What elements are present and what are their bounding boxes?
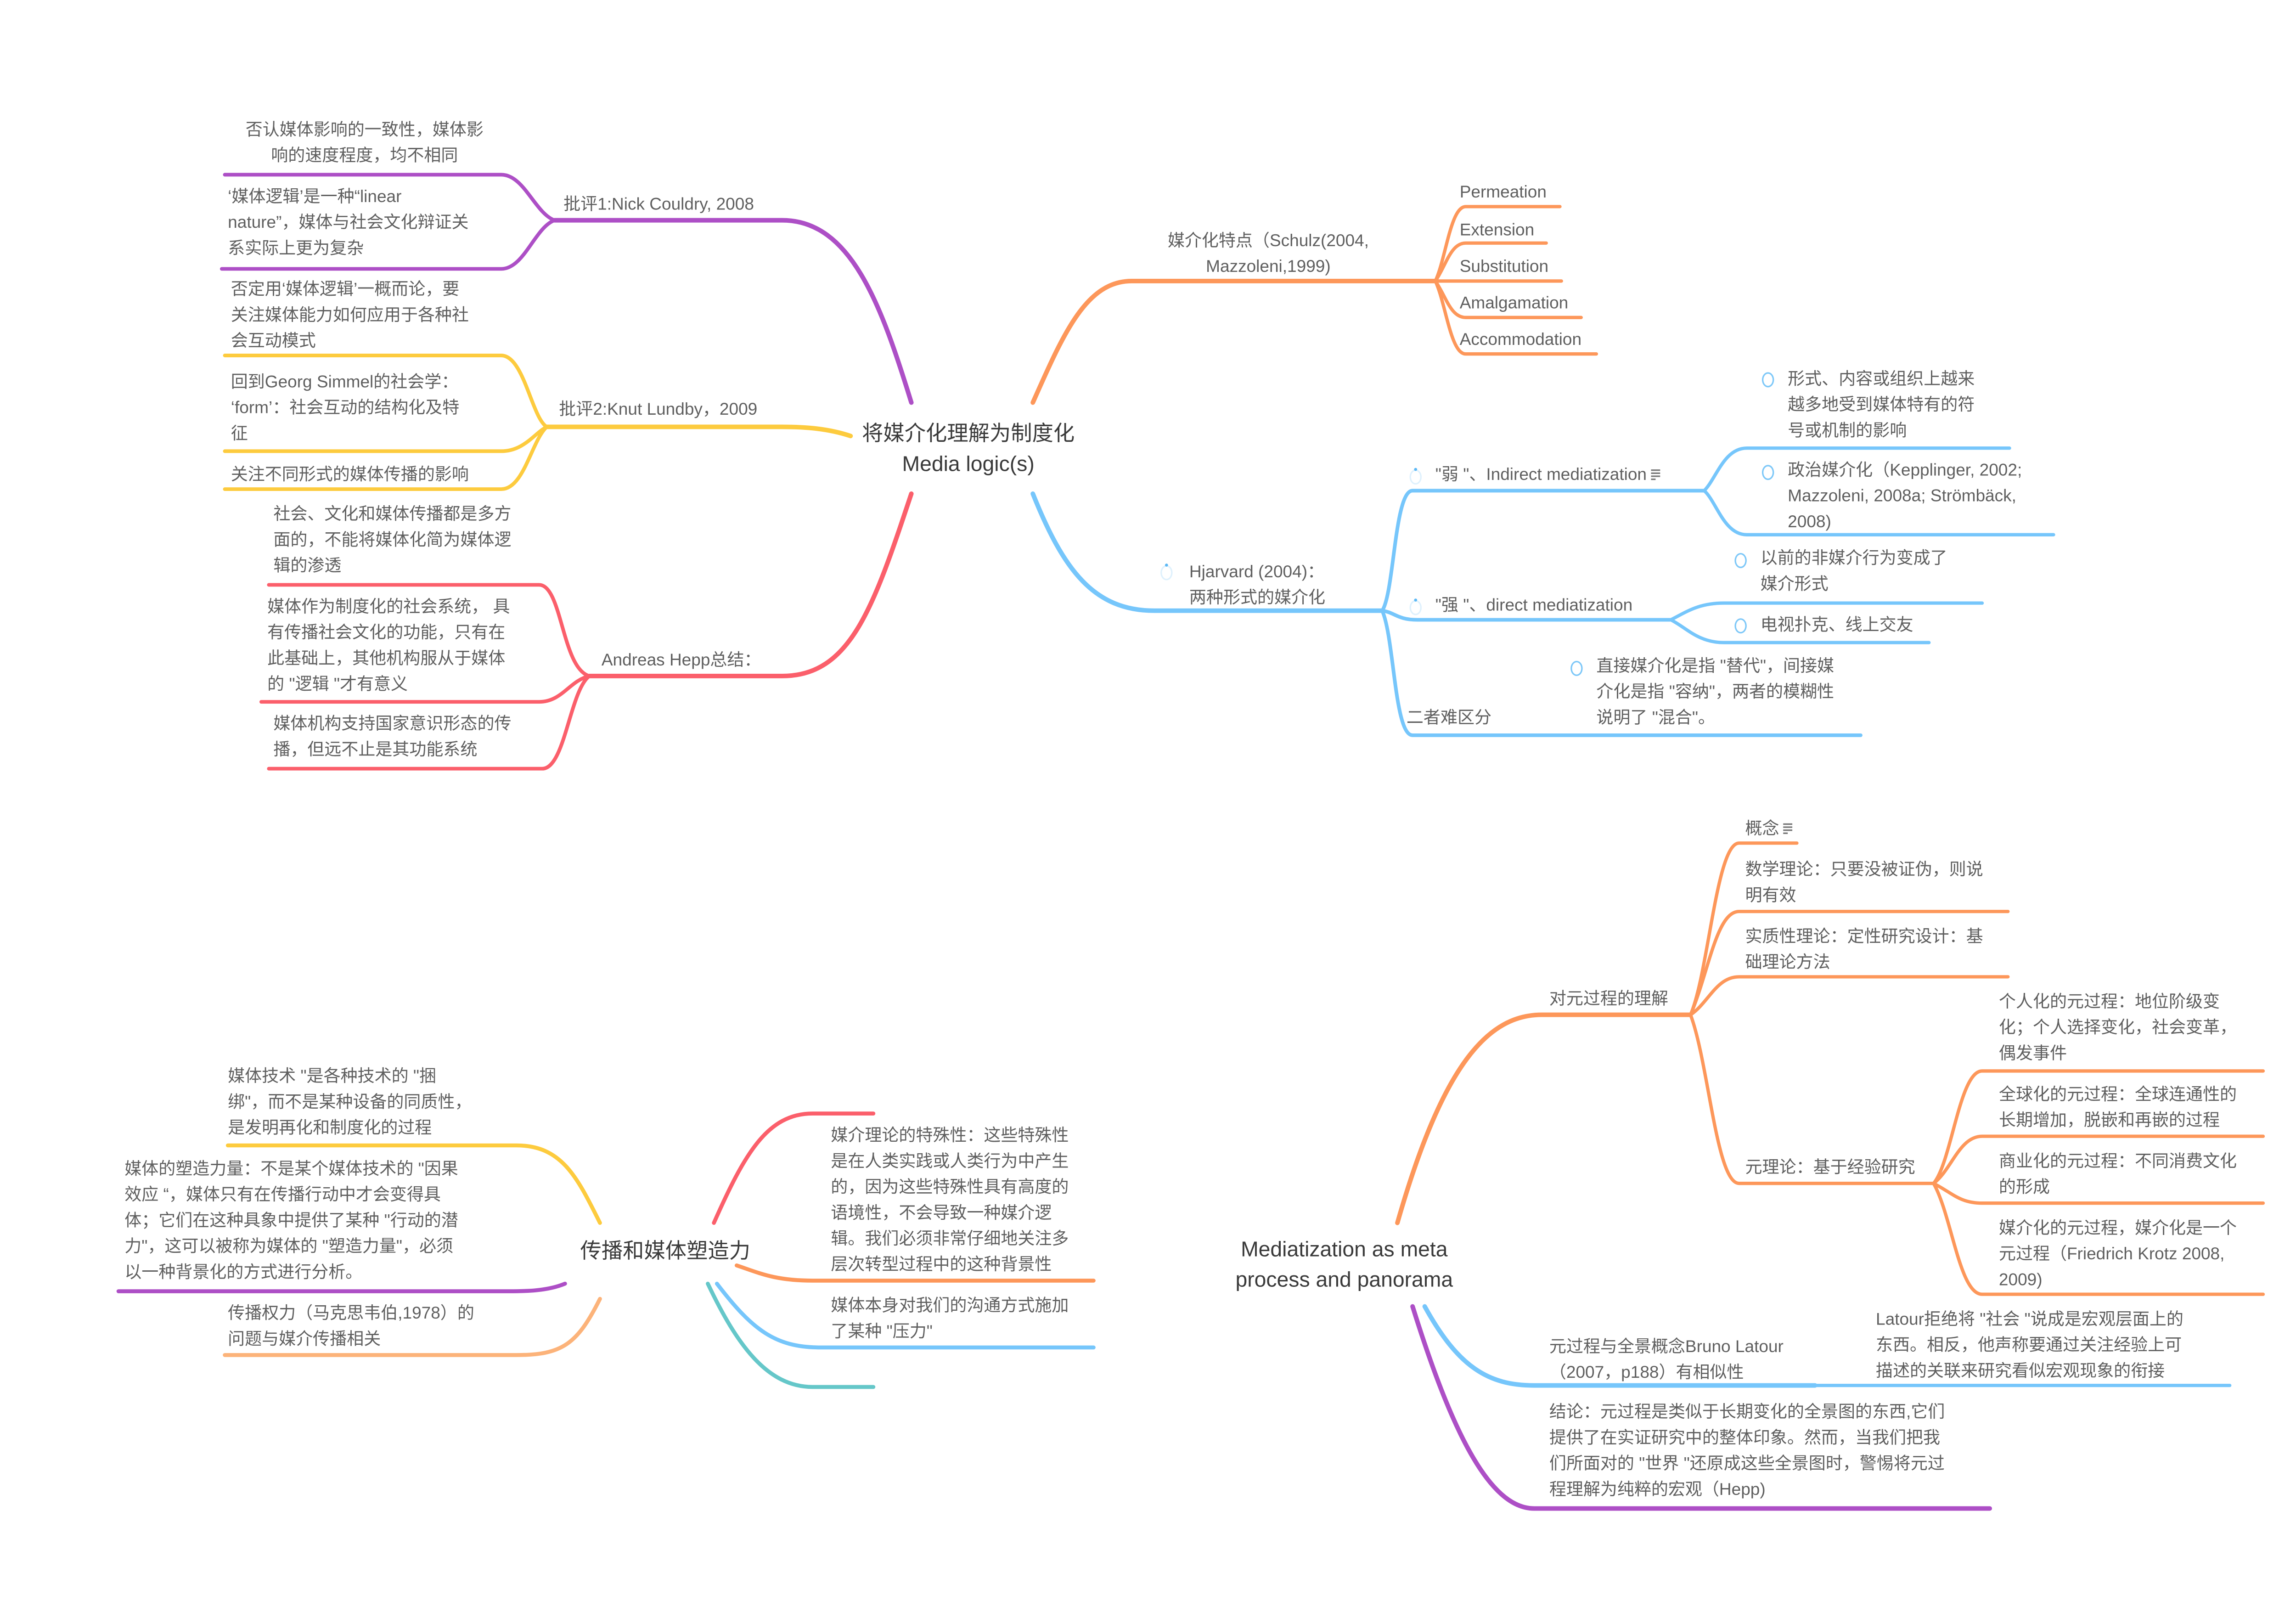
bullet-circle-icon [1570,660,1583,676]
link-couldry-child-1 [223,173,557,222]
bullet-circle-icon [1761,372,1774,388]
hjarvard-weak[interactable]: "弱 "、Indirect mediatization [1435,463,1662,489]
lundby-point-3[interactable]: 关注不同形式的媒体传播的影响 [231,466,469,485]
hard-point-1[interactable]: 直接媒介化是指 "替代"，间接媒 介化是指 "容纳"，两者的模糊性 说明了 "混… [1596,658,1835,728]
branch-hjarvard[interactable]: Hjarvard (2004)： 两种形式的媒介化 [1189,564,1326,608]
shaping-point-molding-force[interactable]: 媒体的塑造力量：不是某个媒体技术的 "因果 效应 “，媒体只有在传播行动中才会变… [124,1161,458,1282]
lundby-point-1[interactable]: 否定用‘媒体逻辑’一概而论，要 关注媒体能力如何应用于各种社 会互动模式 [231,281,469,351]
link-lundby-child-3 [223,425,549,491]
root-node-media-logic[interactable]: 将媒介化理解为制度化 Media logic(s) [862,421,1075,476]
branch-schulz[interactable]: 媒介化特点（Schulz(2004, Mazzoleni,1999) [1167,232,1369,277]
schulz-permeation[interactable]: Permeation [1459,184,1547,202]
branch-conclusion[interactable]: 结论：元过程是类似于长期变化的全景图的东西,它们 提供了在实证研究中的整体印象。… [1549,1404,1945,1500]
link-hjarvard-weak [1380,489,1706,613]
link-metatheory-child-4 [1932,1182,2265,1296]
link-root-couldry [552,218,914,405]
meta-theory-commercialization[interactable]: 商业化的元过程：不同消费文化 的形成 [1998,1153,2237,1197]
lundby-point-2[interactable]: 回到Georg Simmel的社会学： ‘form’：社会互动的结构化及特 征 [231,373,460,444]
link-root-lundby [544,424,853,439]
link-meta-orange [1395,1012,1693,1225]
schulz-substitution[interactable]: Substitution [1459,258,1549,277]
task-progress-icon[interactable] [1409,468,1422,485]
root-node-shaping-power[interactable]: 传播和媒体塑造力 [580,1238,751,1263]
link-understand-substantive [1688,975,2010,1017]
couldry-point-1[interactable]: 否认媒体影响的一致性，媒体影 响的速度程度，均不相同 [245,121,484,166]
link-metatheory-child-2 [1932,1134,2265,1185]
root-node-meta-process[interactable]: Mediatization as meta process and panora… [1235,1236,1453,1291]
link-shaping-peach [223,1297,602,1357]
couldry-point-2[interactable]: ‘媒体逻辑’是一种“linear nature”，媒体与社会文化辩证关 系实际上… [228,188,469,259]
link-hjarvard-hard [1380,609,1863,737]
branch-understanding-meta-process[interactable]: 对元过程的理解 [1549,990,1668,1009]
weak-point-2[interactable]: 政治媒介化（Kepplinger, 2002; Mazzoleni, 2008a… [1788,462,2022,532]
shaping-point-power[interactable]: 传播权力（马克思韦伯,1978）的 问题与媒介传播相关 [228,1305,474,1349]
link-hepp-child-3 [267,674,591,771]
meta-theory-mediatization[interactable]: 媒介化的元过程，媒介化是一个 元过程（Friedrich Krotz 2008,… [1998,1220,2237,1290]
bullet-circle-icon [1761,465,1774,480]
link-metatheory-child-1 [1932,1069,2265,1185]
link-shaping-red [712,1111,876,1225]
link-root-hepp [587,491,914,678]
meta-theory-globalization[interactable]: 全球化的元过程：全球连通性的 长期增加，脱嵌和再嵌的过程 [1998,1086,2237,1130]
weak-point-1[interactable]: 形式、内容或组织上越来 越多地受到媒体特有的符 号或机制的影响 [1788,371,1975,441]
latour-point[interactable]: Latour拒绝将 "社会 "说成是宏观层面上的 东西。相反，他声称要通过关注经… [1876,1311,2183,1381]
note-icon[interactable] [1651,468,1662,479]
link-root-schulz [1030,278,1438,405]
hjarvard-weak-label: "弱 "、Indirect mediatization [1435,466,1647,485]
branch-couldry[interactable]: 批评1:Nick Couldry, 2008 [563,196,754,214]
meta-theory-individualization[interactable]: 个人化的元过程：地位阶级变 化；个人选择变化，社会变革， 偶发事件 [1998,993,2237,1064]
link-strong-child-2 [1669,618,1931,644]
link-understand-math [1688,909,2010,1017]
understanding-math-theory[interactable]: 数学理论：只要没被证伪，则说 明有效 [1745,861,1983,906]
bullet-circle-icon [1734,618,1747,634]
hepp-point-1[interactable]: 社会、文化和媒体传播都是多方 面的，不能将媒体化简为媒体逻 辑的渗透 [273,506,512,576]
link-metatheory-child-3 [1932,1182,2265,1205]
branch-latour-panorama[interactable]: 元过程与全景概念Bruno Latour （2007，p188）有相似性 [1549,1338,1784,1383]
link-schulz-accommodation [1434,279,1598,356]
task-progress-icon[interactable] [1409,598,1422,615]
link-hepp-child-1 [267,583,591,678]
hepp-point-3[interactable]: 媒体机构支持国家意识形态的传 播，但远不止是其功能系统 [273,715,512,760]
link-schulz-permeation [1434,205,1562,283]
link-shaping-purple [116,1281,567,1293]
schulz-accommodation[interactable]: Accommodation [1459,331,1582,350]
link-shaping-teal [706,1281,876,1389]
strong-point-2[interactable]: 电视扑克、线上交友 [1760,616,1913,635]
hjarvard-hard-to-distinguish[interactable]: 二者难区分 [1406,709,1492,728]
understanding-concept[interactable]: 概念 [1745,817,1795,843]
link-shaping-orange [734,1263,1096,1283]
link-hepp-child-2 [259,674,591,704]
link-weak-child-1 [1702,446,2011,493]
bullet-circle-icon [1734,553,1747,569]
task-progress-icon[interactable] [1160,564,1173,581]
link-weak-child-2 [1702,489,2055,536]
link-schulz-extension [1434,241,1548,283]
link-shaping-blue [715,1281,1096,1350]
shaping-point-technology[interactable]: 媒体技术 "是各种技术的 "捆 绑"，而不是某种设备的同质性， 是发明再化和制度… [228,1068,472,1138]
link-understand-metatheory [1688,1013,1936,1185]
schulz-amalgamation[interactable]: Amalgamation [1459,294,1569,313]
link-couldry-child-2 [219,218,557,271]
hjarvard-strong[interactable]: "强 "、direct mediatization [1435,597,1633,615]
understanding-substantive-theory[interactable]: 实质性理论：定性研究设计：基 础理论方法 [1745,928,1983,972]
hepp-point-2[interactable]: 媒体作为制度化的社会系统， 具 有传播社会文化的功能，只有在 此基础上，其他机构… [267,598,510,694]
link-strong-child-1 [1669,601,1984,622]
shaping-point-specificity[interactable]: 媒介理论的特殊性：这些特殊性 是在人类实践或人类行为中产生 的，因为这些特殊性具… [831,1127,1069,1275]
link-meta-blue [1422,1304,1818,1388]
schulz-extension[interactable]: Extension [1459,221,1535,240]
note-icon[interactable] [1784,823,1795,834]
link-meta-purple [1410,1304,1992,1511]
branch-lundby[interactable]: 批评2:Knut Lundby，2009 [559,401,758,419]
link-hjarvard-strong [1380,609,1673,622]
link-shaping-yellow [225,1143,602,1225]
understanding-meta-theory[interactable]: 元理论：基于经验研究 [1745,1159,1915,1178]
strong-point-1[interactable]: 以前的非媒介行为变成了 媒介形式 [1760,550,1947,594]
concept-label: 概念 [1745,820,1779,839]
branch-hepp[interactable]: Andreas Hepp总结： [601,652,761,670]
link-root-hjarvard [1030,491,1384,613]
shaping-point-pressure[interactable]: 媒体本身对我们的沟通方式施加 了某种 "压力" [831,1297,1069,1342]
link-lundby-child-1 [223,354,549,429]
